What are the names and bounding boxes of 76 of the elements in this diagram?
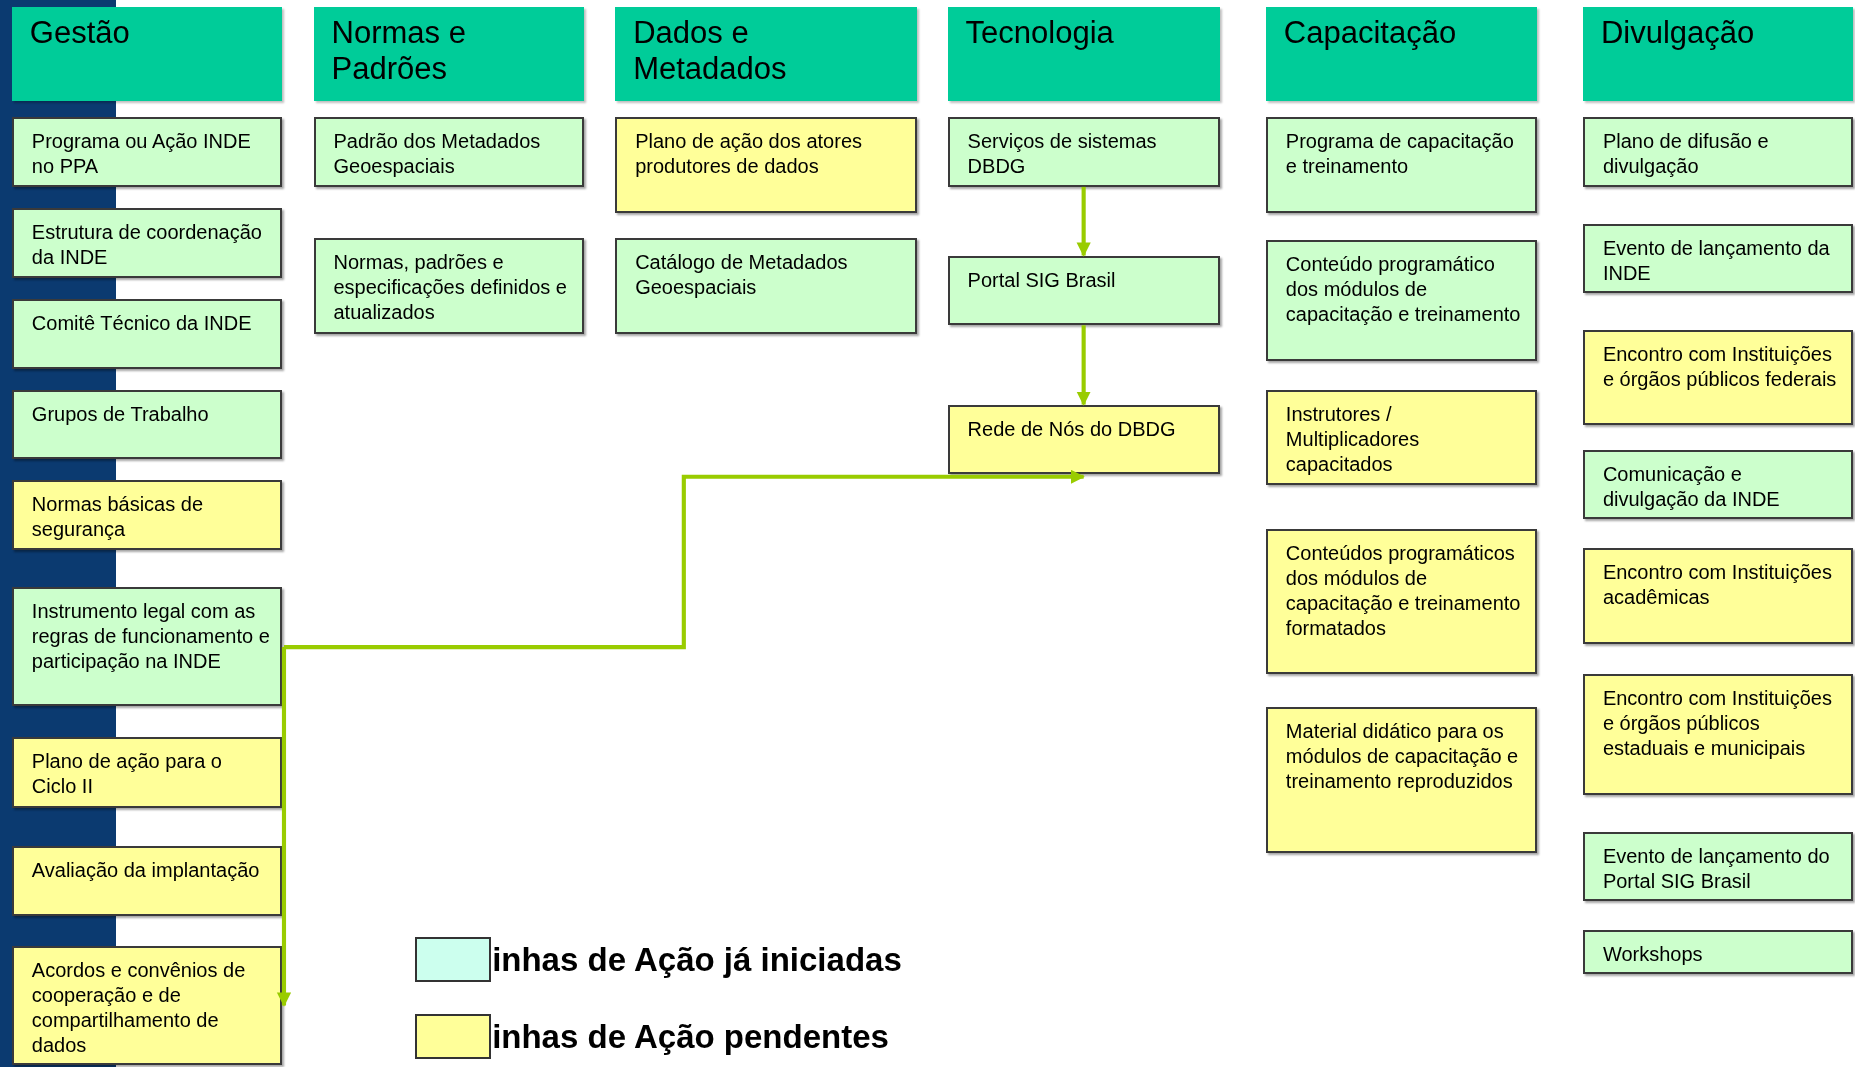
header-text: Capacitação [1283, 15, 1458, 52]
box-text: Catálogo de Metadados Geoespaciais [635, 249, 849, 300]
column-header [1265, 7, 1537, 101]
box-text: Conteúdo programático dos módulos de capacitação e treinamento [1285, 252, 1522, 328]
column-header [615, 7, 917, 101]
action-box [1582, 117, 1853, 187]
column-header [11, 7, 282, 101]
box-text: Plano de difusão e divulgação [1602, 129, 1770, 180]
box-text: Serviços de sistemas DBDG [967, 129, 1158, 180]
action-box [11, 586, 282, 707]
action-box [1265, 390, 1537, 486]
header-text: Gestão [29, 15, 131, 52]
column-header [313, 7, 585, 101]
box-text: Encontro com Instituições e órgãos públicos federais [1602, 342, 1838, 393]
box-text: Normas, padrões e especificações definidos e atualizados [333, 249, 568, 325]
connector-arrow [1076, 325, 1091, 406]
box-text: Comunicação e divulgação da INDE [1602, 461, 1781, 512]
action-box [11, 737, 282, 808]
legend-text: inhas de Ação já iniciadas [492, 940, 902, 979]
header-text: Dados e Metadados [633, 15, 788, 88]
action-box [1582, 449, 1853, 520]
action-box [615, 117, 917, 213]
action-box [313, 117, 585, 187]
column-header [947, 7, 1220, 101]
box-text: Workshops [1602, 941, 1704, 967]
action-box [1265, 240, 1537, 361]
action-box [1582, 223, 1853, 294]
action-box [947, 404, 1220, 475]
action-box [947, 255, 1220, 326]
box-text: Instrutores / Multiplicadores capacitados [1285, 402, 1421, 478]
box-text: Material didático para os módulos de capacitação e treinamento reproduzidos [1285, 719, 1520, 795]
action-box [11, 390, 282, 459]
action-box [947, 117, 1220, 187]
action-box [11, 208, 282, 278]
box-text: Estrutura de coordenação da INDE [31, 220, 263, 271]
box-text: Normas básicas de segurança [31, 492, 204, 543]
connector-arrow [284, 469, 1085, 650]
action-box [11, 480, 282, 551]
action-box [1265, 707, 1537, 853]
box-text: Padrão dos Metadados Geoespaciais [333, 129, 542, 180]
box-text: Comitê Técnico da INDE [31, 311, 253, 337]
legend-text: inhas de Ação pendentes [492, 1017, 889, 1056]
box-text: Conteúdos programáticos dos módulos de capacitação e treinamento formatados [1285, 540, 1522, 641]
box-text: Programa de capacitação e treinamento [1285, 129, 1515, 180]
header-text: Normas e Padrões [331, 15, 467, 88]
box-text: Avaliação da implantação [31, 857, 261, 883]
box-text: Acordos e convênios de cooperação e de compartilhamento de dados [31, 958, 247, 1059]
header-text: Divulgação [1600, 15, 1756, 52]
action-box [1582, 929, 1853, 974]
action-box [1265, 528, 1537, 675]
box-text: Rede de Nós do DBDG [967, 416, 1177, 442]
action-box [11, 299, 282, 370]
box-text: Grupos de Trabalho [31, 402, 210, 428]
box-text: Evento de lançamento da INDE [1602, 235, 1831, 286]
connector-arrow [276, 647, 292, 1007]
action-box [313, 237, 585, 334]
header-text: Tecnologia [965, 15, 1115, 52]
action-box [615, 237, 917, 334]
box-text: Portal SIG Brasil [967, 267, 1117, 293]
action-box [1582, 330, 1853, 425]
action-box [1582, 674, 1853, 795]
box-text: Evento de lançamento do Portal SIG Brasil [1602, 843, 1831, 894]
box-text: Encontro com Instituições e órgãos públicos estaduais e municipais [1602, 686, 1833, 762]
action-box [1265, 117, 1537, 213]
action-box [1582, 547, 1853, 644]
connector-arrow [1076, 186, 1091, 257]
action-box [1582, 831, 1853, 902]
box-text: Encontro com Instituições acadêmicas [1602, 559, 1833, 610]
column-header [1582, 7, 1853, 101]
box-text: Plano de ação para o Ciclo II [31, 749, 223, 800]
action-box [11, 117, 282, 187]
action-box [11, 946, 282, 1065]
box-text: Plano de ação dos atores produtores de dados [635, 129, 863, 180]
box-text: Programa ou Ação INDE no PPA [31, 129, 252, 180]
box-text: Instrumento legal com as regras de funcionamento e participação na INDE [31, 598, 271, 674]
action-box [11, 845, 282, 916]
